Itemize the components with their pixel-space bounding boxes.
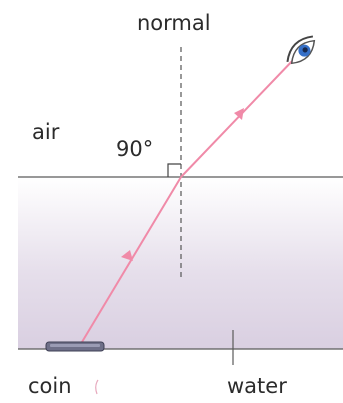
normal-label: normal: [137, 11, 211, 35]
eye-icon: [282, 31, 320, 69]
right-angle-marker: [168, 164, 181, 177]
ray-air-arrow: [234, 108, 244, 120]
air-label: air: [32, 120, 60, 144]
coin-icon: [46, 342, 104, 351]
coin-mark: [96, 380, 98, 394]
water-label: water: [227, 374, 287, 398]
ray-in-air: [181, 57, 296, 177]
angle-label: 90°: [116, 137, 153, 161]
coin-label: coin: [28, 374, 72, 398]
